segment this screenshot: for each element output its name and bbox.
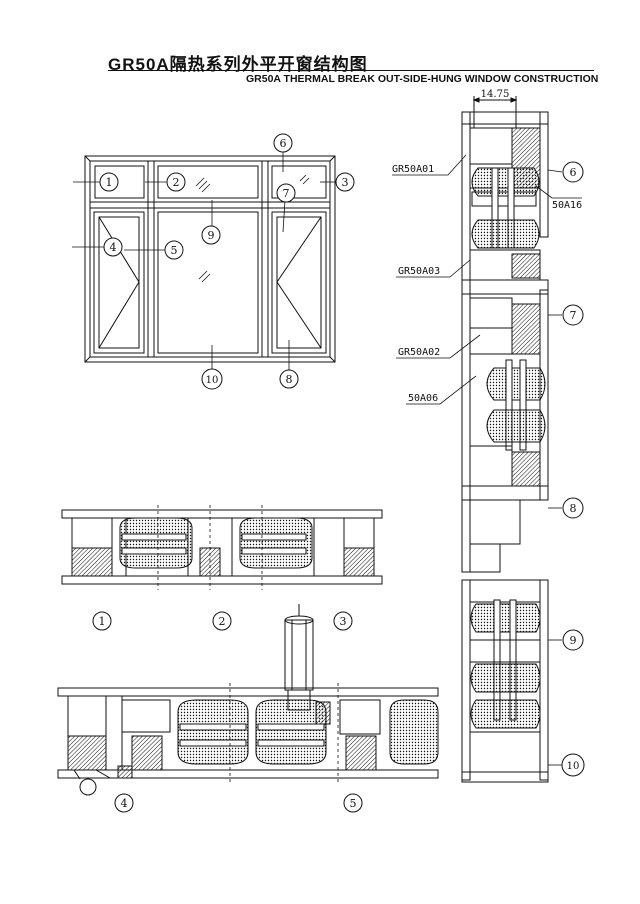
callout-8: 8 bbox=[279, 369, 299, 389]
section-callout-7: 7 bbox=[562, 304, 584, 326]
svg-text:10: 10 bbox=[206, 375, 219, 386]
svg-text:14.75: 14.75 bbox=[481, 89, 510, 100]
vertical-section: 14.75 bbox=[461, 89, 549, 783]
svg-text:7: 7 bbox=[283, 187, 290, 200]
svg-text:7: 7 bbox=[570, 309, 577, 322]
svg-text:8: 8 bbox=[286, 373, 293, 386]
htop-callout-2: 2 bbox=[212, 611, 232, 631]
svg-text:2: 2 bbox=[219, 615, 226, 628]
svg-text:6: 6 bbox=[570, 166, 577, 179]
horizontal-section-bottom bbox=[57, 604, 439, 796]
title-underline bbox=[108, 70, 594, 71]
mullion-right bbox=[261, 160, 269, 358]
section-callout-8: 8 bbox=[562, 497, 584, 519]
svg-text:9: 9 bbox=[570, 634, 577, 647]
callout-9: 9 bbox=[201, 225, 221, 245]
elevation-callouts bbox=[72, 152, 336, 370]
htop-callout-3: 3 bbox=[333, 611, 353, 631]
svg-text:8: 8 bbox=[570, 502, 577, 515]
svg-text:5: 5 bbox=[350, 797, 357, 810]
horizontal-section-top bbox=[61, 505, 383, 590]
callout-2: 2 bbox=[166, 172, 186, 192]
profile-label-50a06: 50A06 bbox=[408, 393, 438, 404]
left-sash-opening-mark bbox=[98, 216, 140, 349]
svg-text:4: 4 bbox=[110, 241, 117, 254]
svg-text:4: 4 bbox=[121, 797, 128, 810]
vertical-section-labels: GR50A01 50A16 GR50A03 GR50A02 50A06 6 7 … bbox=[392, 161, 585, 777]
section-callout-9: 9 bbox=[562, 629, 584, 651]
hbot-callout-4: 4 bbox=[114, 793, 134, 813]
handle-body bbox=[284, 619, 314, 691]
svg-text:1: 1 bbox=[106, 176, 113, 189]
right-sash-opening-mark bbox=[276, 216, 322, 349]
outer-frame-rail bbox=[461, 111, 471, 573]
elevation-callout-circles: 1 2 3 4 5 6 7 8 9 10 bbox=[99, 133, 355, 390]
profile-label-gr50a02: GR50A02 bbox=[398, 347, 440, 358]
callout-6: 6 bbox=[273, 133, 293, 153]
profile-label-50a16: 50A16 bbox=[552, 200, 582, 211]
section-callout-6: 6 bbox=[562, 161, 584, 183]
callout-10: 10 bbox=[201, 368, 223, 390]
profile-label-gr50a01: GR50A01 bbox=[392, 164, 434, 175]
hbot-callout-5: 5 bbox=[343, 793, 363, 813]
outer-frame bbox=[84, 155, 336, 363]
svg-text:9: 9 bbox=[208, 229, 215, 242]
callout-3: 3 bbox=[335, 172, 355, 192]
svg-text:10: 10 bbox=[567, 761, 580, 772]
callout-5: 5 bbox=[164, 240, 184, 260]
horizontal-top-callouts: 1 2 3 bbox=[92, 611, 353, 631]
horizontal-bottom-callouts: 4 5 bbox=[114, 793, 363, 813]
callout-1: 1 bbox=[99, 172, 119, 192]
svg-text:2: 2 bbox=[173, 176, 180, 189]
hinge-pivot bbox=[79, 778, 97, 796]
drawing-title-chinese: GR50A隔热系列外平开窗结构图 bbox=[108, 55, 368, 74]
center-fixed-lite bbox=[157, 211, 259, 354]
callout-7: 7 bbox=[276, 183, 296, 203]
vertical-section-leaders bbox=[392, 154, 582, 766]
svg-text:5: 5 bbox=[171, 244, 178, 257]
transom bbox=[89, 201, 331, 209]
callout-4: 4 bbox=[103, 237, 123, 257]
svg-text:1: 1 bbox=[99, 615, 106, 628]
left-sash bbox=[93, 211, 145, 354]
svg-text:6: 6 bbox=[280, 137, 287, 150]
dimension-14-75: 14.75 bbox=[472, 89, 518, 128]
window-elevation bbox=[84, 155, 336, 363]
mullion-left bbox=[147, 160, 155, 358]
htop-callout-1: 1 bbox=[92, 611, 112, 631]
right-sash bbox=[271, 211, 327, 354]
svg-text:3: 3 bbox=[340, 615, 347, 628]
svg-text:3: 3 bbox=[342, 176, 349, 189]
profile-label-gr50a03: GR50A03 bbox=[398, 266, 440, 277]
section-callout-10: 10 bbox=[561, 753, 585, 777]
drawing-title-english: GR50A THERMAL BREAK OUT-SIDE-HUNG WINDOW… bbox=[246, 73, 599, 85]
